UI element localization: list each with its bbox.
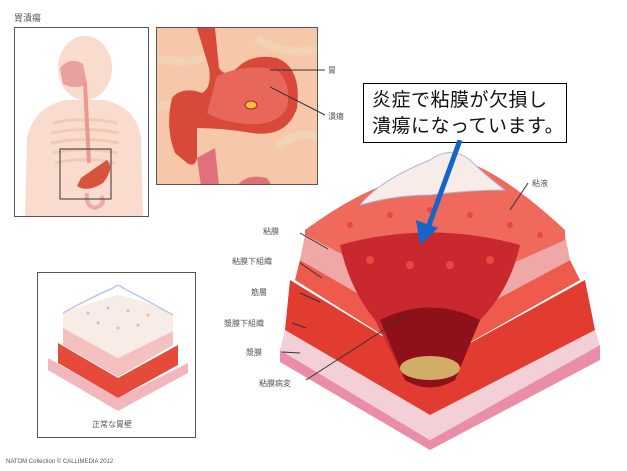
cross-section-leader-lines [281,182,529,381]
body-illustration [25,36,143,216]
body-overview-panel [14,27,149,217]
callout-line-1: 炎症で粘膜が欠損し [372,89,548,111]
normal-wall-panel: 正常な胃壁 [37,272,196,438]
label-ulcer: 潰瘍 [328,112,344,121]
label-serosa: 漿膜 [246,348,262,357]
label-mucosal-lesion: 粘膜病変 [259,379,291,388]
label-submucosa: 粘膜下組織 [232,257,272,266]
callout-arrow-icon [416,140,463,245]
normal-wall-caption: 正常な胃壁 [92,420,132,429]
closeup-leader-lines [270,69,326,116]
figure-title: 胃潰瘍 [14,14,42,24]
label-stomach: 胃 [328,66,336,75]
callout-line-2: 潰瘍になっています。 [372,115,565,137]
label-subserosa: 漿膜下組織 [224,319,264,328]
copyright-footer: NATOM Collection © CALLIMEDIA 2012 [6,459,114,465]
stomach-closeup-panel [156,27,318,185]
normal-wall-illustration [48,284,188,411]
stomach-illustration [157,28,317,184]
callout-box: 炎症で粘膜が欠損し 潰瘍になっています。 [363,83,567,143]
label-muscle-layer: 筋層 [251,288,267,297]
label-mucus: 粘液 [532,179,548,188]
label-mucosa: 粘膜 [263,227,279,236]
